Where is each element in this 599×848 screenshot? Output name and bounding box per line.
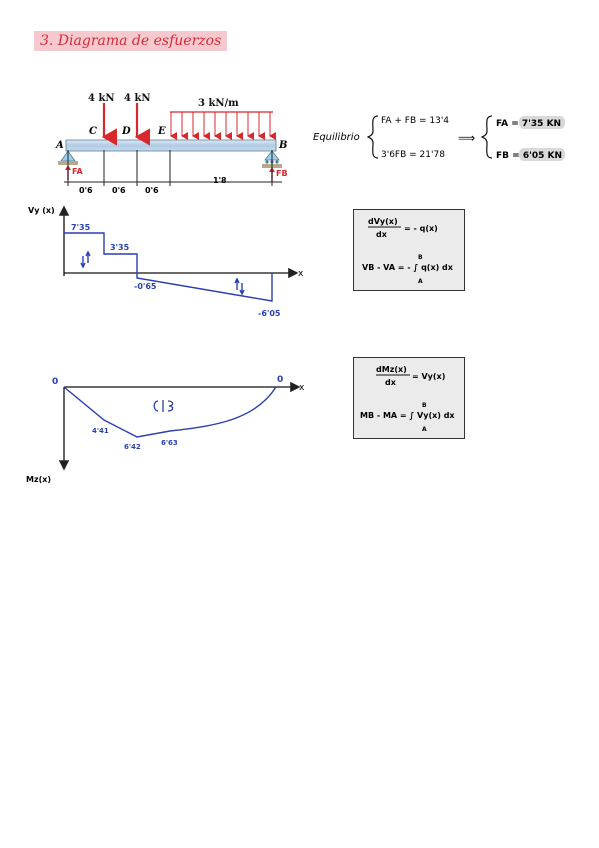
result-1-highlight xyxy=(519,116,565,129)
moment-diagram: Mz(x) x 0 0 4'41 6'42 6'63 xyxy=(26,375,305,484)
equation-2: 3'6FB = 21'78 xyxy=(381,150,445,160)
beam-figure: 4 kN 4 kN 3 kN/m A C D E B F xyxy=(55,93,288,195)
shear-label-4: -6'05 xyxy=(258,309,281,318)
shear-formula-box: dVy(x) dx = - q(x) VB - VA = - ∫ q(x) dx… xyxy=(353,209,465,291)
section-title: 3. Diagrama de esfuerzos xyxy=(34,31,228,51)
point-b-label: B xyxy=(278,140,287,151)
point-load-2-label: 4 kN xyxy=(124,93,151,104)
shear-axis-y-label: Vy (x) xyxy=(28,206,55,215)
equilibrium-block: Equilibrio FA + FB = 13'4 3'6FB = 21'78 … xyxy=(313,115,565,161)
span-2-label: 0'6 xyxy=(112,186,126,195)
formula1-lim-top: B xyxy=(418,254,423,261)
moment-label-1: 4'41 xyxy=(92,427,109,435)
point-e-label: E xyxy=(157,126,166,137)
point-d-label: D xyxy=(121,126,131,137)
span-3-label: 0'6 xyxy=(145,186,159,195)
span-1-label: 0'6 xyxy=(79,186,93,195)
moment-sign-symbol xyxy=(153,400,174,412)
formula2-lim-bot: A xyxy=(422,426,427,433)
equation-1: FA + FB = 13'4 xyxy=(381,116,449,126)
formula1-numerator: dVy(x) xyxy=(368,217,398,226)
moment-axis-x-label: x xyxy=(299,383,305,393)
point-c-label: C xyxy=(89,126,97,137)
reaction-b-label: FB xyxy=(276,169,288,178)
shear-label-3: -0'65 xyxy=(134,282,157,291)
reaction-a-label: FA xyxy=(72,167,84,176)
equilibrium-label: Equilibrio xyxy=(313,132,360,143)
formula2-lim-top: B xyxy=(422,402,427,409)
span-4-label: 1'8 xyxy=(213,176,227,185)
positive-shear-symbol xyxy=(80,250,91,269)
distributed-load-arrows xyxy=(170,112,276,140)
formula2-numerator: dMz(x) xyxy=(376,365,407,374)
shear-diagram: Vy (x) x 7'35 3'35 -0'65 -6'05 xyxy=(28,205,304,318)
formula1-lim-bot: A xyxy=(418,278,423,285)
implies-arrow: ⟹ xyxy=(458,131,475,145)
formula1-rhs: = - q(x) xyxy=(404,224,438,233)
formula2-rhs: = Vy(x) xyxy=(412,372,445,381)
moment-label-3: 6'63 xyxy=(161,439,178,447)
right-brace xyxy=(480,115,493,159)
shear-label-2: 3'35 xyxy=(110,243,130,252)
result-1: FA = 7'35 KN xyxy=(496,119,561,129)
moment-curve xyxy=(63,386,277,438)
shear-curve xyxy=(64,232,273,302)
distributed-load-label: 3 kN/m xyxy=(198,98,239,109)
moment-label-start: 0 xyxy=(52,377,58,387)
shear-axis-x-label: x xyxy=(298,269,304,279)
shear-label-1: 7'35 xyxy=(71,223,91,232)
result-2-highlight xyxy=(519,148,565,161)
result-2: FB = 6'05 KN xyxy=(496,151,562,161)
moment-axis-y-label: Mz(x) xyxy=(26,475,51,484)
moment-label-end: 0 xyxy=(277,375,283,385)
point-a-label: A xyxy=(55,140,64,151)
moment-label-2: 6'42 xyxy=(124,443,141,451)
moment-formula-box: dMz(x) dx = Vy(x) MB - MA = ∫ Vy(x) dx B… xyxy=(353,357,465,439)
point-load-1-label: 4 kN xyxy=(88,93,115,104)
formula1-denominator: dx xyxy=(376,230,388,239)
left-brace xyxy=(366,115,379,159)
formula2-integral: MB - MA = ∫ Vy(x) dx xyxy=(360,411,455,420)
formula2-denominator: dx xyxy=(385,378,397,387)
negative-shear-symbol xyxy=(234,277,245,296)
formula1-integral: VB - VA = - ∫ q(x) dx xyxy=(362,263,454,272)
beam-body xyxy=(65,139,277,152)
